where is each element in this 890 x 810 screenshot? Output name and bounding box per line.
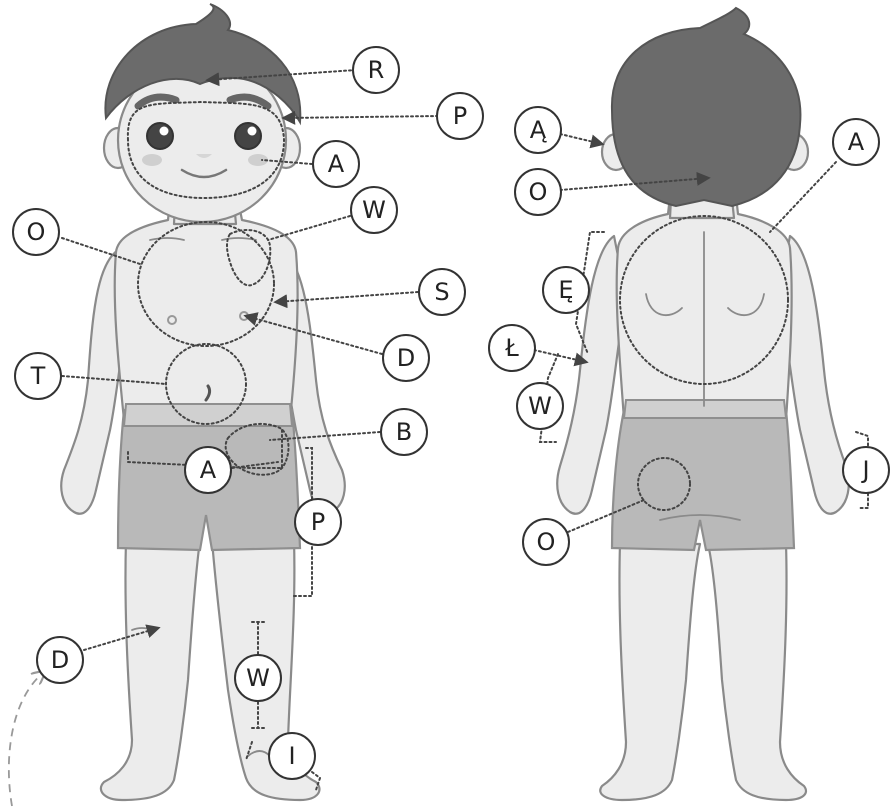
label-text: O [27,218,46,246]
turn-arrow [9,672,44,806]
front-left-eye [147,123,173,149]
front-label-o: O [13,209,59,255]
back-label-o-head: O [515,169,561,215]
front-label-r: R [353,47,399,93]
label-text: A [200,456,217,484]
back-label-o-bottom: O [523,519,569,565]
back-figure [557,8,849,800]
label-text: Ę [558,276,573,304]
front-right-eye [235,123,261,149]
label-text: O [537,528,556,556]
front-label-a-hip: A [185,447,231,493]
front-label-b: B [381,409,427,455]
label-text: B [396,418,412,446]
back-label-a-back: A [833,119,879,165]
back-left-leg [600,544,700,800]
front-label-d-knee: D [37,637,83,683]
back-label-j: J [843,447,889,493]
back-label-l-stroke: Ł [489,325,535,371]
front-label-w-shin: W [235,655,281,701]
front-label-s: S [419,269,465,315]
label-text: W [528,392,552,420]
label-text: P [311,508,325,536]
front-label-a-cheek: A [313,141,359,187]
front-label-i: I [269,733,315,779]
back-label-w-arm: W [517,383,563,429]
front-left-blush [142,154,162,166]
front-figure [61,4,345,800]
front-label-p-eyebrow: P [437,93,483,139]
label-text: Ł [504,334,519,362]
label-text: T [30,362,46,390]
back-label-e-ogonek: Ę [543,267,589,313]
label-text: S [434,278,449,306]
back-hair [612,8,801,206]
label-text: I [288,742,295,770]
back-label-a-ogonek: Ą [515,107,561,153]
back-right-leg [708,544,806,800]
front-label-d-nipple: D [383,335,429,381]
label-text: Ą [530,116,547,144]
label-text: A [328,150,345,178]
label-text: D [51,646,69,674]
label-text: J [860,456,869,484]
front-torso [115,200,298,420]
front-left-leg [101,540,200,800]
front-label-t: T [15,353,61,399]
label-text: P [453,102,467,130]
back-shorts-band [624,400,786,418]
label-text: W [362,196,386,224]
label-text: O [529,178,548,206]
front-label-p-side: P [295,499,341,545]
label-text: A [848,128,865,156]
label-text: W [246,664,270,692]
label-text: R [368,56,385,84]
front-label-w: W [351,187,397,233]
label-text: D [397,344,415,372]
front-shorts-band [124,404,292,426]
